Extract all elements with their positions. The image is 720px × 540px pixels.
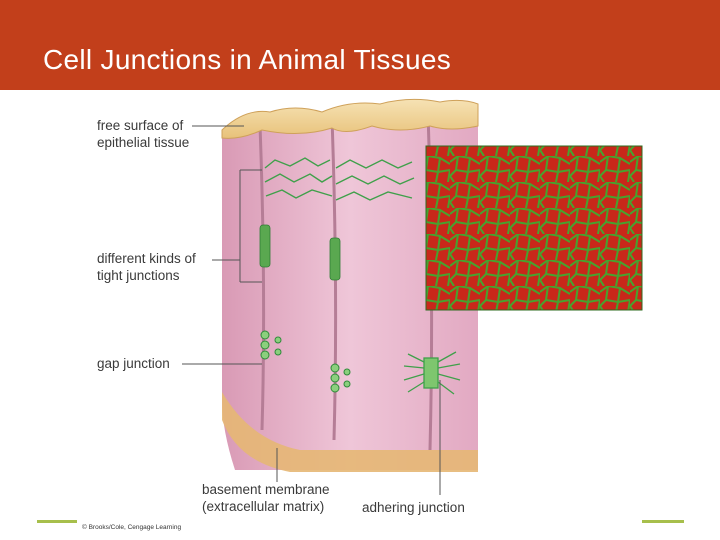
label-basement-2: (extracellular matrix) bbox=[202, 499, 325, 514]
label-tight-junctions-1: different kinds of bbox=[97, 251, 196, 266]
epithelial-cell-block bbox=[221, 98, 479, 472]
micrograph-inset bbox=[425, 145, 643, 311]
free-surface-tops bbox=[221, 98, 479, 139]
leader-bracket-tight-junctions bbox=[212, 169, 262, 283]
tight-junction-bands bbox=[259, 224, 341, 281]
label-adhering-junction: adhering junction bbox=[362, 500, 465, 515]
label-basement-1: basement membrane bbox=[202, 482, 330, 497]
label-free-surface-1: free surface of bbox=[97, 118, 184, 133]
title-banner bbox=[0, 0, 720, 90]
slide-title: Cell Junctions in Animal Tissues bbox=[43, 44, 451, 75]
cell-junction-diagram bbox=[182, 98, 643, 495]
adhering-junction-structure bbox=[403, 351, 461, 395]
label-tight-junctions-2: tight junctions bbox=[97, 268, 180, 283]
label-gap-junction: gap junction bbox=[97, 356, 170, 371]
tight-junction-strands bbox=[264, 157, 415, 201]
gap-junction-clusters bbox=[260, 330, 351, 393]
copyright-credit: © Brooks/Cole, Cengage Learning bbox=[82, 524, 182, 531]
accent-bar-left bbox=[37, 520, 77, 523]
label-free-surface-2: epithelial tissue bbox=[97, 135, 190, 150]
basement-membrane-band bbox=[222, 392, 478, 472]
accent-bar-right bbox=[642, 520, 684, 523]
